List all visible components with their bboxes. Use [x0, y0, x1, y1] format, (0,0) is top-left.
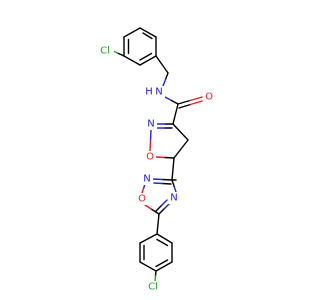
bond-bond-c-cl-bottom-b — [154, 275, 157, 282]
atom-oxadiazole-o: O — [136, 193, 148, 205]
bond-bond-n-o-b — [149, 139, 152, 152]
bond-bond-co-o-2-a — [178, 103, 192, 109]
bond-bond-o1-c5ox-a — [144, 204, 153, 211]
bond-ring-bot-4 — [155, 261, 173, 272]
bond-bond-n-co-b — [170, 99, 179, 105]
atom-cl-top: Cl — [96, 45, 114, 57]
bond-bond-ch2-n-a — [164, 72, 169, 81]
molecule-structure: Cl H N O N O N O N — [96, 27, 215, 293]
bond-ring-top-4 — [139, 55, 157, 66]
bond-bond-co-o-1-b — [189, 96, 203, 102]
atom-amide-nh: H N — [145, 86, 165, 98]
bond-ring-top-5 — [123, 55, 141, 66]
bond-bond-c5ox-ring — [156, 213, 160, 235]
bond-bond-o-c5-b — [164, 156, 175, 159]
atom-oxadiazole-n-top: N — [141, 173, 153, 185]
atom-oxadiazole-n-bottom: N — [168, 192, 180, 204]
bond-ring-top-d2 — [139, 52, 153, 61]
bond-bond-c4-c3 — [172, 123, 189, 141]
bond-bond-c5-ch2 — [171, 157, 175, 181]
atom-isoxazoline-n: N — [145, 118, 157, 130]
atom-label-amide-h: H — [145, 87, 153, 98]
bond-bond-c5-c4 — [173, 139, 189, 159]
bond-bond-c5ox-n4-1-a — [158, 207, 166, 215]
atom-label-cl-top: Cl — [100, 46, 110, 57]
bond-bond-c3ox-n2-d-b — [153, 182, 164, 185]
bond-bond-n4-c3ox-a — [173, 185, 177, 193]
atom-cl-bottom: Cl — [144, 281, 162, 293]
bond-ring-bot-d3 — [156, 238, 169, 247]
bond-ring-bot-d2 — [155, 259, 169, 268]
bond-ring-top-2 — [139, 27, 157, 38]
bond-bond-n-co-a — [164, 96, 173, 102]
atom-label-oxadiazole-o: O — [138, 194, 146, 205]
atom-label-layer: Cl H N O N O N O N — [96, 45, 215, 293]
bond-bond-c-cl-top-a — [116, 52, 125, 57]
atom-label-oxadiazole-n-bottom: N — [170, 193, 177, 204]
bond-ring-bot-6 — [156, 233, 173, 244]
bond-bond-o-c5-a — [155, 156, 166, 159]
atom-label-oxadiazole-n-top: N — [143, 174, 150, 185]
bond-bond-ring-ch2 — [155, 55, 169, 74]
bond-bond-co-o-1-a — [177, 99, 191, 105]
bond-bond-ch2-n-b — [162, 78, 167, 87]
atom-label-cl-bottom: Cl — [148, 282, 158, 293]
bond-bond-co-o-2-b — [189, 100, 203, 106]
bond-bond-n2-o1-b — [141, 187, 145, 194]
bond-bond-co-c3 — [172, 103, 179, 125]
bond-ring-bot-3 — [139, 261, 157, 272]
bond-bond-n-o-a — [149, 129, 152, 142]
bond-bond-c5ox-n4-2-a — [155, 204, 163, 212]
bond-bond-n4-c3ox-b — [171, 179, 175, 187]
bond-ring-top-1 — [123, 27, 141, 38]
bond-layer — [110, 27, 203, 282]
atom-label-amide-n: N — [155, 87, 162, 98]
bond-bond-c3ox-n2-b — [152, 178, 164, 181]
atom-carbonyl-o: O — [203, 91, 215, 103]
bond-bond-c-cl-bottom-a — [154, 270, 157, 277]
bond-ring-top-d1 — [142, 32, 153, 40]
bond-ring-bot-1 — [139, 233, 158, 244]
atom-label-isoxazoline-o: O — [146, 152, 154, 163]
bond-bond-c5ox-n4-2-b — [160, 199, 168, 207]
atom-label-carbonyl-o: O — [205, 92, 213, 103]
bond-bond-o1-c5ox-b — [151, 208, 160, 215]
bond-bond-c3ox-n2-d-a — [161, 182, 172, 185]
atom-label-isoxazoline-n: N — [147, 119, 154, 130]
bond-bond-c3ox-n2-a — [161, 178, 173, 181]
atom-isoxazoline-o: O — [144, 151, 156, 163]
